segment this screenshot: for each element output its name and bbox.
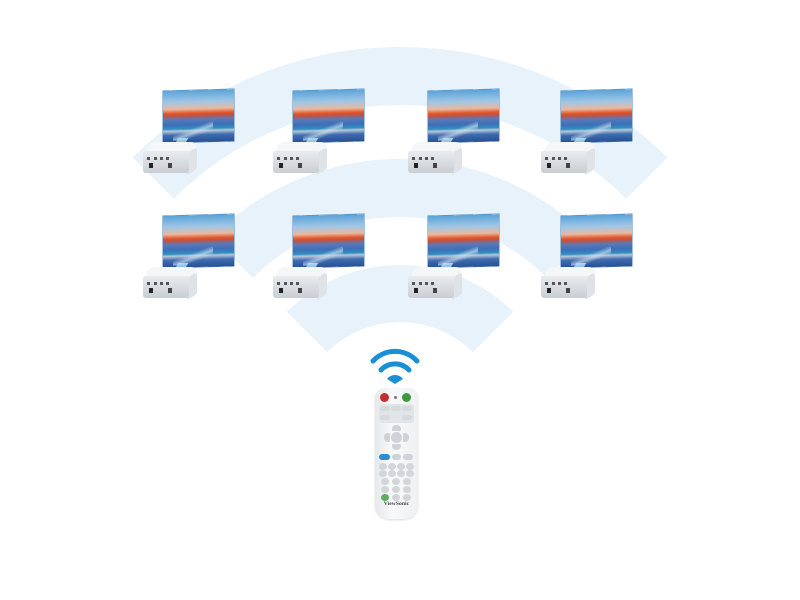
projection-screen [293,89,364,143]
signal-arc-outer [132,46,668,199]
projector-icon [273,267,330,300]
remote-key [381,478,389,485]
remote-key [403,494,411,501]
projector-unit [541,89,641,185]
projector-unit [143,214,243,310]
remote-key [403,478,411,485]
signal-arc-middle [211,158,589,278]
projector-icon [143,267,200,300]
projection-screen [163,214,234,268]
remote-key [392,494,400,501]
brand-label: ViewSonic [383,501,410,507]
remote-key [397,470,405,477]
projection-screen [163,89,234,143]
projector-unit [408,214,508,310]
remote-key [381,494,389,501]
projector-icon [541,267,598,300]
projection-screen [428,214,499,268]
projector-unit [273,89,373,185]
remote-key [388,463,396,470]
projector-icon [273,142,330,175]
indicator-led [394,396,397,399]
wifi-icon [370,348,420,384]
remote-key [392,486,400,493]
remote-control: ViewSonic [375,388,418,519]
remote-key [381,486,389,493]
remote-key [397,463,405,470]
remote-key [388,470,396,477]
remote-key [403,486,411,493]
power-off-button [380,393,389,402]
projector-icon [408,267,465,300]
projection-screen [561,89,632,143]
remote-key [406,470,414,477]
projector-unit [408,89,508,185]
projector-unit [541,214,641,310]
remote-key [392,478,400,485]
blue-button [379,454,390,460]
remote-key [379,463,387,470]
projector-unit [273,214,373,310]
projection-screen [428,89,499,143]
remote-key [406,463,414,470]
power-on-button [402,393,411,402]
projector-icon [408,142,465,175]
projection-screen [293,214,364,268]
projector-icon [541,142,598,175]
remote-key [379,470,387,477]
projection-screen [561,214,632,268]
projector-icon [143,142,200,175]
projector-unit [143,89,243,185]
dpad [384,425,409,450]
